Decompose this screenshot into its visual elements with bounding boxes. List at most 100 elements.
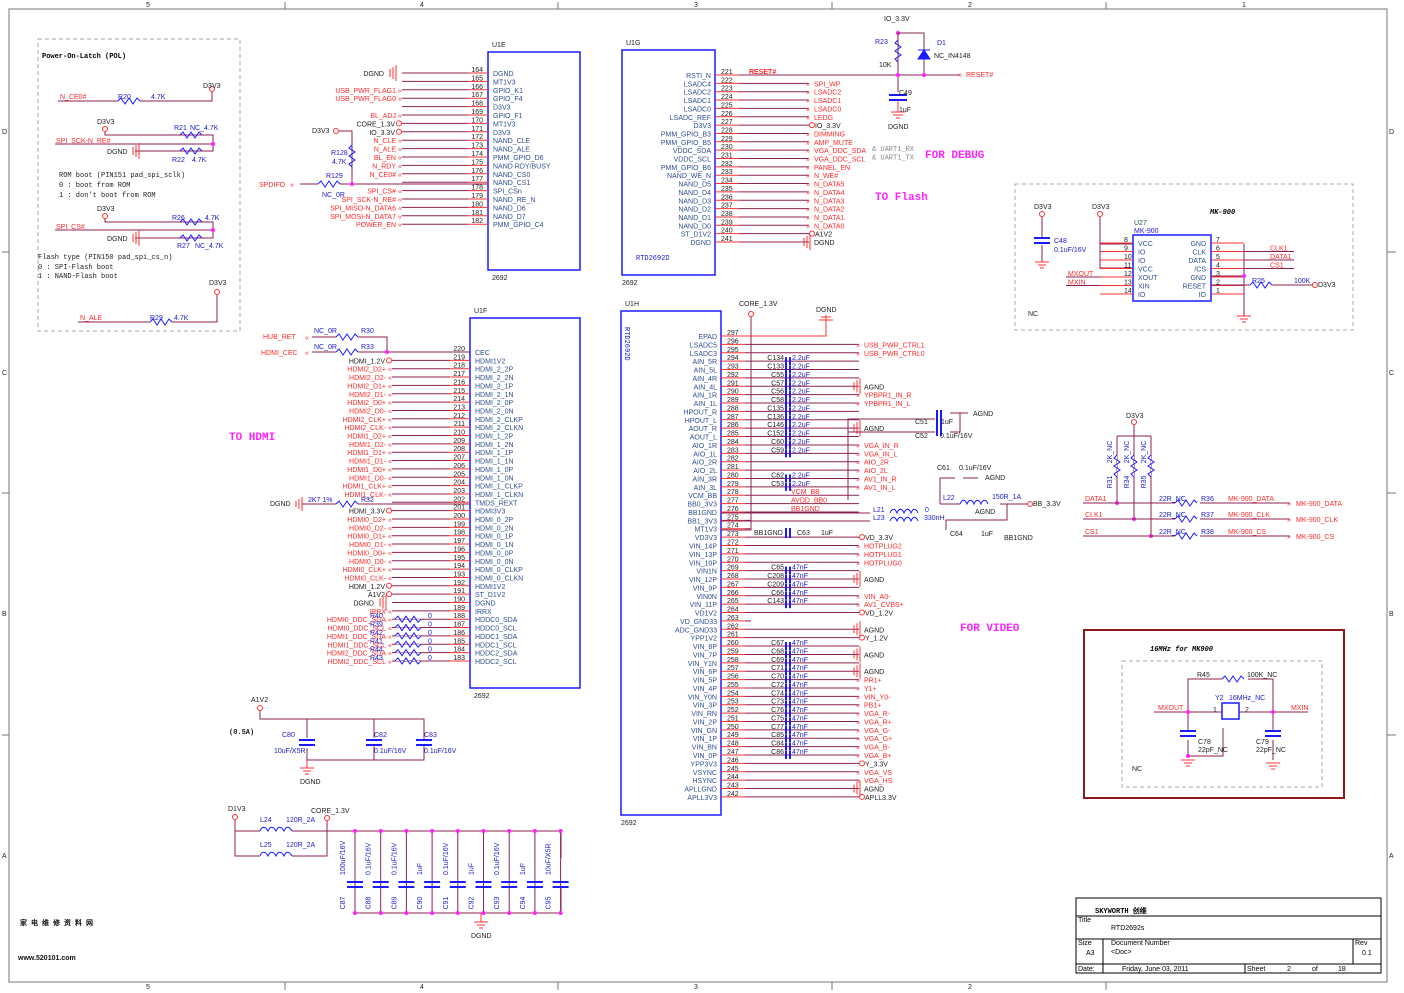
pin-name: VIN_12P bbox=[689, 577, 717, 584]
pin-name: IO bbox=[1138, 258, 1146, 265]
ref-label: C90 bbox=[417, 896, 424, 909]
pin-name: HDMI_0_0N bbox=[475, 559, 514, 566]
value-label: 0 bbox=[925, 507, 929, 514]
junction-dot bbox=[532, 829, 537, 833]
ground-icon bbox=[853, 646, 861, 663]
pin-number: 180 bbox=[471, 201, 483, 208]
ref-label: Y2 bbox=[1215, 695, 1224, 702]
ground-label: AGND bbox=[864, 426, 884, 433]
pin-name: DGND bbox=[475, 601, 496, 608]
ref-label: C73 bbox=[771, 699, 784, 706]
watermark-url: www.520101.com bbox=[17, 955, 76, 962]
pin-name: HDMI_0_1P bbox=[475, 534, 513, 541]
ref-label: C48 bbox=[1054, 238, 1067, 245]
power-port-icon bbox=[396, 120, 402, 127]
off-page-arrow-icon: « bbox=[388, 442, 392, 449]
capacitor-icon bbox=[372, 881, 389, 888]
ref-label: R40 bbox=[370, 613, 383, 620]
pin-number: 191 bbox=[453, 588, 465, 595]
pin-name: HDDC0_SCL bbox=[475, 626, 517, 633]
pin-number: 285 bbox=[727, 431, 739, 438]
row-label: D bbox=[2, 129, 7, 136]
net-label: N_CE0# bbox=[370, 172, 397, 179]
pin-number: 247 bbox=[727, 749, 739, 756]
net-label: VGA_IN_R bbox=[864, 443, 899, 450]
net-label: DIMMING bbox=[814, 131, 845, 138]
off-page-arrow-icon: » bbox=[806, 198, 810, 205]
pin-name: GND bbox=[1190, 275, 1206, 282]
net-label: DATA1 bbox=[1270, 254, 1292, 261]
pin-number: 228 bbox=[721, 127, 733, 134]
net-label: LEDG bbox=[814, 115, 833, 122]
ground-label: DGND bbox=[270, 501, 291, 508]
off-page-arrow-icon: « bbox=[290, 182, 294, 189]
ic-part-label: RTD2692D bbox=[636, 255, 670, 263]
resistor-icon bbox=[1174, 515, 1198, 523]
pin-name: VIN_11P bbox=[690, 602, 718, 609]
net-label: HDMI2_D0- bbox=[349, 408, 387, 415]
ground-label: DGND bbox=[816, 307, 837, 314]
u1h-power-circuit: CORE_1.3V DGND BB1GND C63 1uF L21 0 L23 … bbox=[721, 301, 1061, 542]
ref-label: C75 bbox=[771, 715, 784, 722]
off-page-arrow-icon: » bbox=[856, 594, 860, 601]
pin-number: 290 bbox=[727, 389, 739, 396]
net-label: MXIN bbox=[1291, 705, 1309, 712]
junction-dot bbox=[481, 911, 486, 915]
pin-number: 248 bbox=[727, 741, 739, 748]
ref-label: C78 bbox=[1198, 739, 1211, 746]
net-label: LSADC0 bbox=[814, 106, 841, 113]
off-page-arrow-icon: » bbox=[1287, 534, 1291, 541]
off-page-arrow-icon: » bbox=[856, 342, 860, 349]
power-label: D3V3 bbox=[1034, 204, 1052, 211]
net-label: N_DATA4 bbox=[814, 190, 845, 197]
pin-number: 204 bbox=[453, 480, 465, 487]
net-label: MXIN bbox=[1068, 280, 1086, 287]
value-label: 47nF bbox=[792, 690, 808, 697]
value-label: NC_IN4148 bbox=[934, 53, 971, 60]
value-label: 2.2uF bbox=[792, 422, 810, 429]
pin-number: 269 bbox=[727, 565, 739, 572]
off-page-arrow-icon: « bbox=[398, 163, 402, 170]
value-label: 47nF bbox=[792, 581, 808, 588]
pin-name: VIN_4P bbox=[693, 686, 717, 693]
pin-number: 291 bbox=[727, 380, 739, 387]
junction-dot bbox=[532, 911, 537, 915]
power-label: HDMI_1.2V bbox=[349, 358, 386, 365]
pin-number: 206 bbox=[453, 463, 465, 470]
power-label: CORE_1.3V bbox=[739, 301, 778, 308]
value-label: 2.2uF bbox=[792, 439, 810, 446]
off-page-arrow-icon: » bbox=[1287, 517, 1291, 524]
value-label: 47nF bbox=[792, 699, 808, 706]
pin-name: VCC bbox=[1138, 241, 1153, 248]
pin-number: 224 bbox=[721, 94, 733, 101]
ref-label: C51 bbox=[915, 419, 928, 426]
pin-name: GPIO_F4 bbox=[493, 96, 523, 103]
net-label: BB1GND bbox=[791, 506, 820, 513]
row-label: C bbox=[2, 370, 7, 377]
pin-number: 287 bbox=[727, 414, 739, 421]
value-label: 2K_NC bbox=[1107, 441, 1114, 464]
col-label: 5 bbox=[146, 2, 150, 9]
value-label: NC_0R bbox=[322, 192, 345, 199]
pin-name: VIN_6P bbox=[693, 669, 717, 676]
pin-name: GPIO_K1 bbox=[493, 88, 523, 95]
net-label: CLK1 bbox=[1270, 246, 1288, 253]
pin-number: 183 bbox=[453, 655, 465, 662]
ref-label: D1 bbox=[937, 40, 946, 47]
off-page-arrow-icon: « bbox=[388, 492, 392, 499]
power-label: VD_3.3V bbox=[865, 535, 893, 542]
resistor-icon bbox=[1113, 454, 1121, 478]
pin-name: HDDC1_SDA bbox=[475, 634, 518, 641]
pin-number: 246 bbox=[727, 757, 739, 764]
ref-label: C62 bbox=[771, 472, 784, 479]
junction-dot bbox=[430, 829, 435, 833]
ground-label: DGND bbox=[363, 71, 384, 78]
pin-number: 192 bbox=[453, 580, 465, 587]
pin-number: 172 bbox=[471, 134, 483, 141]
pin-name: BB0_3V3 bbox=[687, 502, 717, 509]
ref-label: R25 bbox=[1252, 278, 1265, 285]
ref-label: C146 bbox=[767, 422, 784, 429]
note-line: 0 : boot from ROM bbox=[59, 182, 130, 190]
off-page-arrow-icon: « bbox=[398, 88, 402, 95]
